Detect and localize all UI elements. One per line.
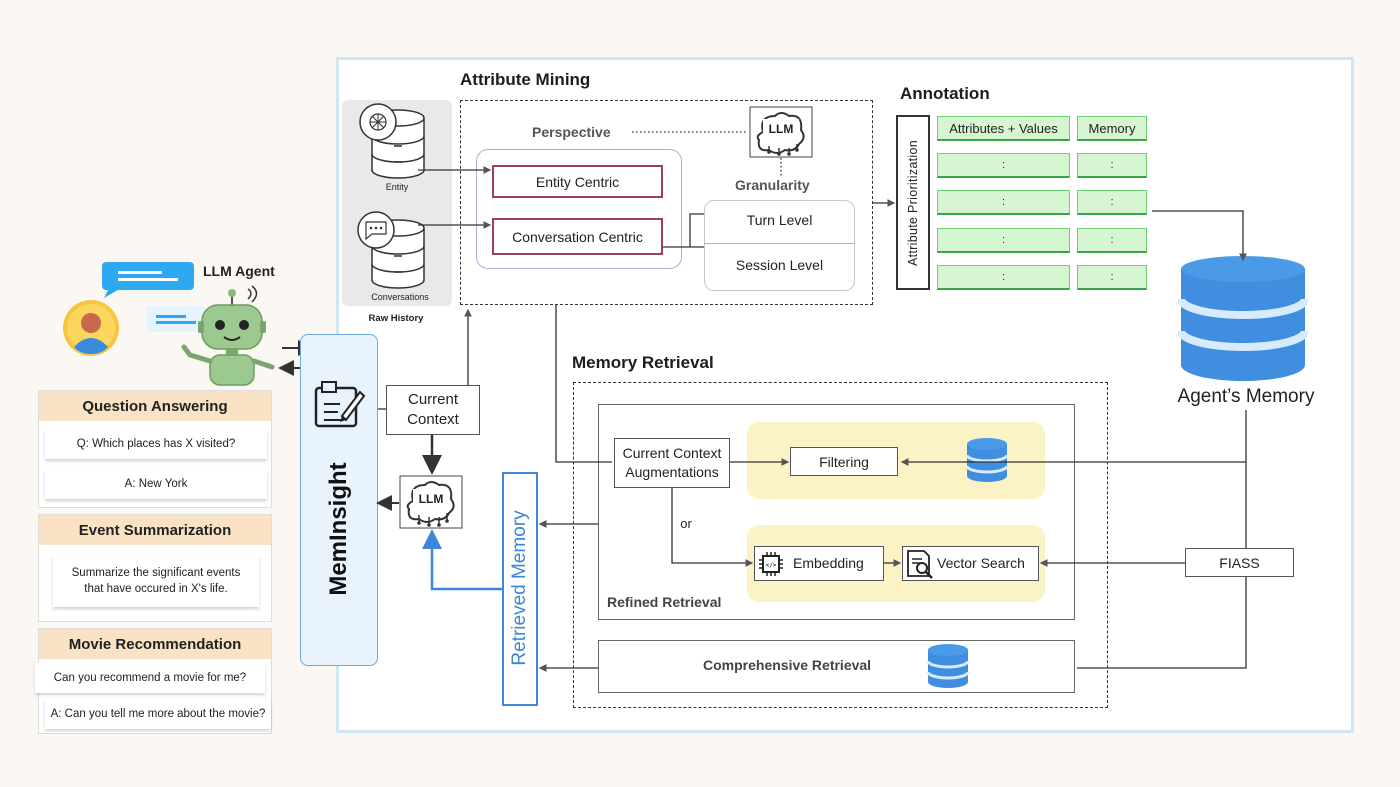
agents-memory-database-icon	[1177, 255, 1309, 385]
filter-database-icon	[965, 437, 1009, 483]
entity-label: Entity	[385, 182, 409, 192]
robot-icon	[180, 285, 280, 387]
task-question-card: Can you recommend a movie for me?	[35, 663, 265, 693]
annotation-cell-attribute: :	[937, 190, 1070, 215]
speech-bubble-icon	[146, 306, 206, 336]
task-panel-summarization: Event Summarization Summarize the signif…	[38, 514, 272, 622]
retrieved-memory-box	[502, 472, 538, 706]
conversations-label: Conversations	[371, 292, 429, 302]
annotation-header-attributes: Attributes + Values	[937, 116, 1070, 141]
comprehensive-retrieval-box	[598, 640, 1075, 693]
annotation-cell-memory: :	[1077, 153, 1147, 178]
granularity-label: Granularity	[735, 177, 810, 193]
prioritization-box	[896, 115, 930, 290]
perspective-label: Perspective	[532, 124, 611, 140]
agents-memory-label: Agent’s Memory	[1177, 386, 1315, 407]
task-question-card: Q: Which places has X visited?	[45, 429, 267, 459]
document-search-icon	[907, 550, 933, 579]
augmentations-box: Current Context Augmentations	[614, 438, 730, 488]
entity-centric-box: Entity Centric	[492, 165, 663, 198]
chip-icon: </>	[759, 552, 783, 576]
annotation-cell-memory: :	[1077, 228, 1147, 253]
task-title: Event Summarization	[39, 515, 271, 545]
llm-chip-icon: LLM	[399, 475, 463, 529]
or-label: or	[680, 515, 692, 531]
attribute-mining-title: Attribute Mining	[460, 70, 591, 89]
attribute-mining-frame	[460, 100, 873, 305]
svg-text:</>: </>	[766, 562, 777, 569]
llm-chip-label: LLM	[413, 489, 449, 509]
memory-retrieval-frame	[573, 382, 1108, 708]
entity-database-icon	[354, 100, 426, 180]
annotation-header-memory: Memory	[1077, 116, 1147, 141]
llm-chip-icon: LLM	[749, 106, 813, 158]
vector-search-label: Vector Search	[937, 555, 1025, 571]
conversation-centric-box: Conversation Centric	[492, 218, 663, 255]
llm-chip-label: LLM	[763, 119, 799, 139]
comprehensive-retrieval-label: Comprehensive Retrieval	[703, 657, 872, 673]
vector-search-box: Vector Search	[902, 546, 1039, 581]
llm-agent-label: LLM Agent	[203, 263, 275, 279]
filtering-box: Filtering	[790, 447, 898, 476]
task-title: Movie Recommendation	[39, 629, 271, 659]
annotation-cell-memory: :	[1077, 265, 1147, 290]
turn-level-label: Turn Level	[746, 212, 813, 228]
task-answer-card: A: Can you tell me more about the movie?	[45, 699, 271, 729]
task-answer-card: A: New York	[45, 469, 267, 499]
task-title: Question Answering	[39, 391, 271, 421]
speech-bubble-icon	[102, 262, 196, 298]
refined-retrieval-label: Refined Retrieval	[607, 594, 722, 610]
comprehensive-database-icon	[926, 643, 970, 689]
annotation-cell-attribute: :	[937, 153, 1070, 178]
embedding-box: </> Embedding	[754, 546, 884, 581]
granularity-divider	[704, 243, 855, 244]
current-context-box: Current Context	[386, 385, 480, 435]
meminsight-editor-icon	[312, 380, 366, 430]
annotation-cell-memory: :	[1077, 190, 1147, 215]
memory-retrieval-title: Memory Retrieval	[572, 353, 714, 372]
task-panel-qa: Question Answering Q: Which places has X…	[38, 390, 272, 508]
task-prompt-card: Summarize the significant events that ha…	[53, 555, 259, 607]
user-avatar	[62, 299, 120, 357]
perspective-group	[476, 149, 682, 269]
conversations-database-icon	[354, 210, 426, 290]
annotation-title: Annotation	[900, 84, 990, 103]
session-level-label: Session Level	[735, 257, 824, 273]
granularity-group	[704, 200, 855, 291]
annotation-cell-attribute: :	[937, 228, 1070, 253]
fiass-box: FIASS	[1185, 548, 1294, 577]
embedding-label: Embedding	[793, 555, 864, 571]
annotation-cell-attribute: :	[937, 265, 1070, 290]
refined-retrieval-frame	[598, 404, 1075, 620]
meminsight-panel	[300, 334, 378, 666]
raw-history-title: Raw History	[368, 312, 424, 324]
task-panel-movie: Movie Recommendation Can you recommend a…	[35, 628, 272, 734]
